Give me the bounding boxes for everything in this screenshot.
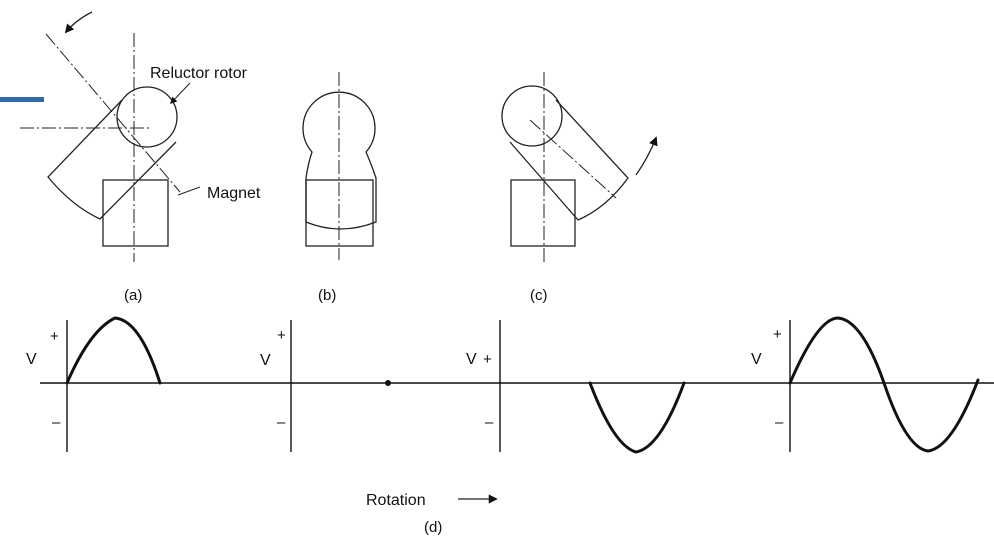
waveform-graph-3	[499, 320, 686, 454]
panel-c-caption: (c)	[530, 287, 548, 304]
v-label-3: V	[466, 351, 477, 368]
rotation-arrow-a	[64, 11, 93, 34]
waveform-graph-4	[788, 316, 980, 453]
panel-a-drawing	[20, 11, 201, 262]
waveform-graph-1	[65, 316, 162, 452]
magnet-label: Magnet	[207, 185, 261, 202]
waveform-1	[65, 316, 162, 385]
panel-b-drawing	[302, 72, 377, 260]
waveform-graph-2	[290, 320, 391, 452]
plus-label-4: +	[773, 326, 782, 343]
rotation-arrow-c	[635, 136, 658, 176]
v-label-4: V	[751, 351, 762, 368]
rotation-label: Rotation	[366, 492, 426, 509]
plus-label-1: +	[50, 328, 59, 345]
panel-c-drawing	[501, 72, 658, 262]
minus-label-2: –	[277, 414, 286, 431]
waveform-4	[788, 316, 980, 453]
panel-a-caption: (a)	[124, 287, 142, 304]
zero-point-dot	[385, 380, 391, 386]
minus-label-4: –	[775, 414, 784, 431]
panel-d-caption: (d)	[424, 519, 442, 536]
v-label-1: V	[26, 351, 37, 368]
plus-label-3: +	[483, 351, 492, 368]
v-label-2: V	[260, 352, 271, 369]
minus-label-1: –	[52, 414, 61, 431]
minus-label-3: –	[485, 414, 494, 431]
waveform-3	[588, 381, 686, 454]
plus-label-2: +	[277, 327, 286, 344]
panel-b-caption: (b)	[318, 287, 336, 304]
accent-bar	[0, 97, 44, 102]
reluctor-rotor-label: Reluctor rotor	[150, 65, 248, 82]
